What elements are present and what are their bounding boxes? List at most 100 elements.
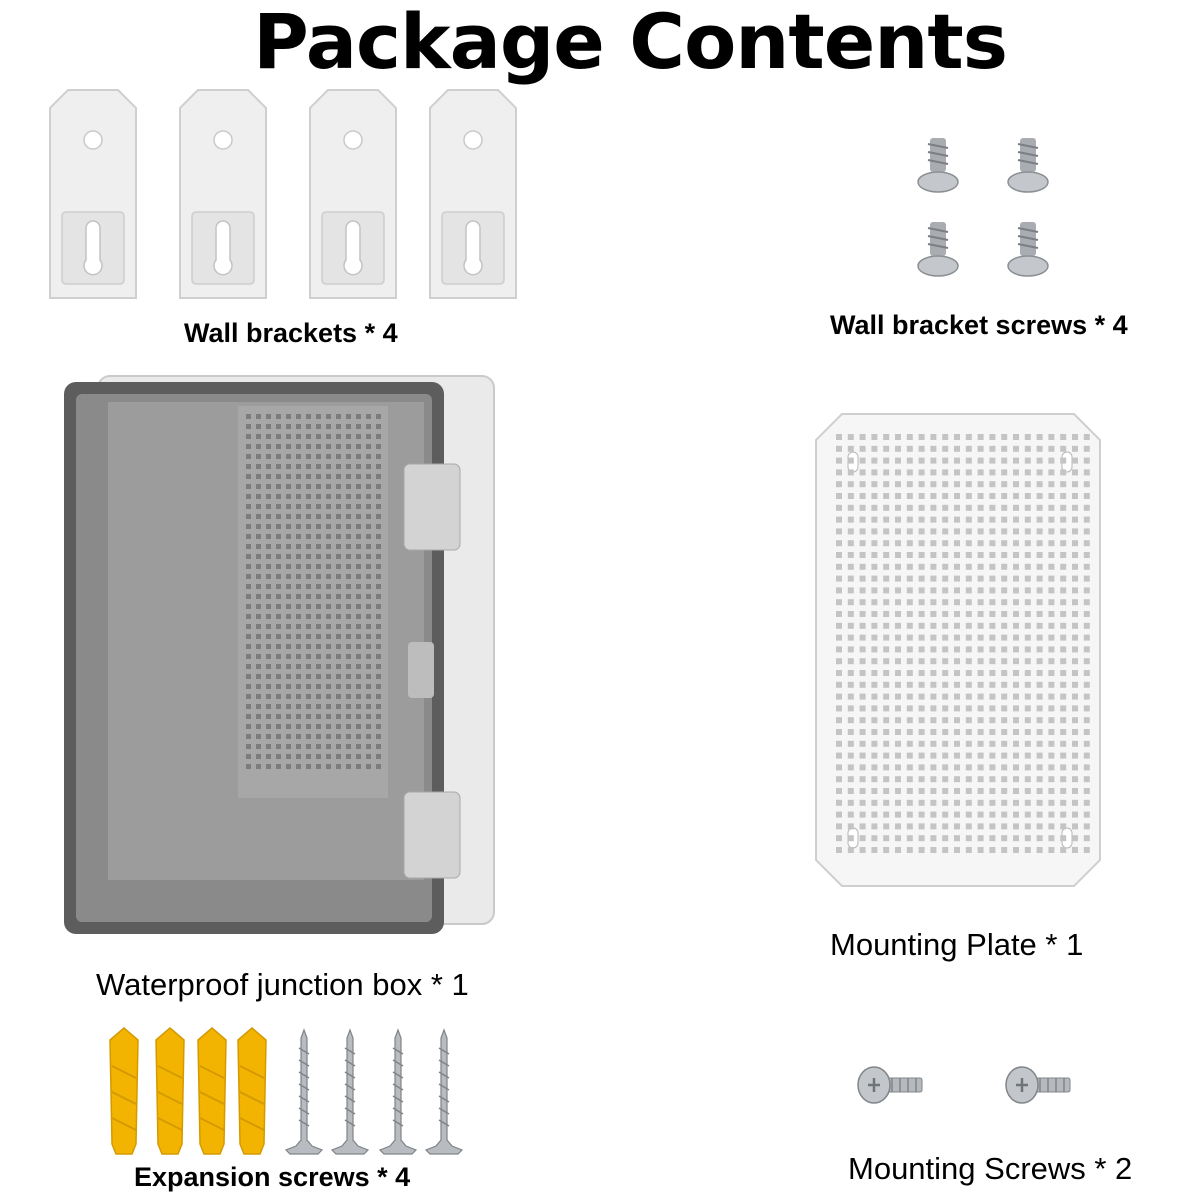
- perforation-hole: [942, 516, 949, 523]
- perforation-hole: [336, 474, 341, 479]
- perforation-hole: [847, 634, 854, 641]
- perforation-hole: [847, 823, 854, 830]
- perforation-hole: [1060, 847, 1067, 853]
- perforation-hole: [906, 504, 913, 511]
- perforation-hole: [1048, 835, 1055, 842]
- perforation-hole: [1060, 552, 1067, 558]
- perforation-hole: [1060, 504, 1067, 511]
- perforation-hole: [326, 664, 331, 669]
- perforation-hole: [1060, 434, 1067, 440]
- perforation-hole: [859, 504, 866, 511]
- perforation-hole: [266, 704, 271, 709]
- perforation-hole: [296, 504, 301, 509]
- perforation-hole: [316, 704, 321, 709]
- perforation-hole: [989, 622, 996, 629]
- perforation-hole: [1060, 481, 1067, 488]
- perforation-hole: [256, 734, 261, 739]
- perforation-hole: [316, 594, 321, 599]
- perforation-hole: [906, 457, 913, 464]
- perforation-hole: [326, 574, 331, 579]
- perforation-hole: [977, 752, 984, 759]
- perforation-hole: [356, 504, 361, 509]
- perforation-hole: [1001, 693, 1008, 700]
- perforation-hole: [296, 584, 301, 589]
- perforation-hole: [836, 469, 842, 476]
- perforation-hole: [942, 563, 949, 570]
- perforation-hole: [965, 811, 972, 818]
- perforation-hole: [906, 622, 913, 629]
- perforation-hole: [1072, 599, 1078, 606]
- perforation-hole: [883, 835, 890, 842]
- perforation-hole: [859, 752, 866, 759]
- perforation-hole: [989, 811, 996, 818]
- perforation-hole: [276, 574, 281, 579]
- perforation-hole: [930, 516, 937, 523]
- perforation-hole: [286, 484, 291, 489]
- perforation-hole: [1048, 563, 1055, 570]
- perforation-hole: [306, 474, 311, 479]
- perforation-hole: [918, 516, 925, 523]
- perforation-hole: [266, 724, 271, 729]
- perforation-hole: [883, 540, 890, 547]
- perforation-hole: [1036, 587, 1043, 594]
- perforation-hole: [246, 584, 251, 589]
- perforation-hole: [1024, 563, 1031, 570]
- perforation-hole: [346, 604, 351, 609]
- perforation-hole: [871, 752, 878, 759]
- perforation-hole: [356, 644, 361, 649]
- perforation-hole: [1060, 693, 1067, 700]
- perforation-hole: [376, 434, 381, 439]
- perforation-hole: [356, 744, 361, 749]
- perforation-hole: [871, 788, 878, 794]
- perforation-hole: [847, 681, 854, 688]
- perforation-hole: [336, 704, 341, 709]
- perforation-hole: [942, 622, 949, 629]
- perforation-hole: [1013, 776, 1019, 783]
- perforation-hole: [376, 624, 381, 629]
- perforation-hole: [1001, 811, 1008, 818]
- perforation-hole: [366, 564, 371, 569]
- perforation-hole: [1060, 646, 1067, 653]
- perforation-hole: [266, 644, 271, 649]
- perforation-hole: [276, 664, 281, 669]
- hinge-top: [403, 463, 461, 551]
- perforation-hole: [376, 414, 381, 419]
- perforation-hole: [356, 454, 361, 459]
- perforation-hole: [883, 681, 890, 688]
- perforation-hole: [965, 445, 972, 452]
- wall-brackets-label: Wall brackets * 4: [184, 318, 398, 348]
- perforation-hole: [316, 414, 321, 419]
- perforation-hole: [1001, 646, 1008, 653]
- perforation-hole: [918, 493, 925, 499]
- perforation-hole: [1024, 717, 1031, 724]
- perforation-hole: [246, 764, 251, 769]
- perforation-hole: [276, 534, 281, 539]
- perforation-hole: [989, 575, 996, 582]
- perforation-hole: [847, 717, 854, 724]
- perforation-hole: [977, 646, 984, 653]
- perforation-hole: [346, 554, 351, 559]
- perforation-hole: [954, 658, 960, 665]
- perforation-hole: [847, 729, 854, 735]
- perforation-hole: [847, 493, 854, 499]
- perforation-hole: [954, 611, 960, 617]
- perforation-hole: [316, 554, 321, 559]
- perforation-hole: [286, 444, 291, 449]
- perforation-hole: [356, 554, 361, 559]
- perforation-hole: [930, 599, 937, 606]
- perforation-hole: [836, 587, 842, 594]
- perforation-hole: [847, 811, 854, 818]
- perforation-hole: [1060, 516, 1067, 523]
- perforation-hole: [1072, 776, 1078, 783]
- perforation-hole: [895, 504, 901, 511]
- perforation-hole: [326, 594, 331, 599]
- perforation-hole: [306, 594, 311, 599]
- perforation-hole: [1013, 764, 1019, 771]
- perforation-hole: [366, 444, 371, 449]
- perforation-hole: [346, 534, 351, 539]
- perforation-hole: [1013, 658, 1019, 665]
- perforation-hole: [1001, 504, 1008, 511]
- perforation-hole: [1013, 622, 1019, 629]
- perforation-hole: [871, 552, 878, 558]
- perforation-hole: [1013, 740, 1019, 747]
